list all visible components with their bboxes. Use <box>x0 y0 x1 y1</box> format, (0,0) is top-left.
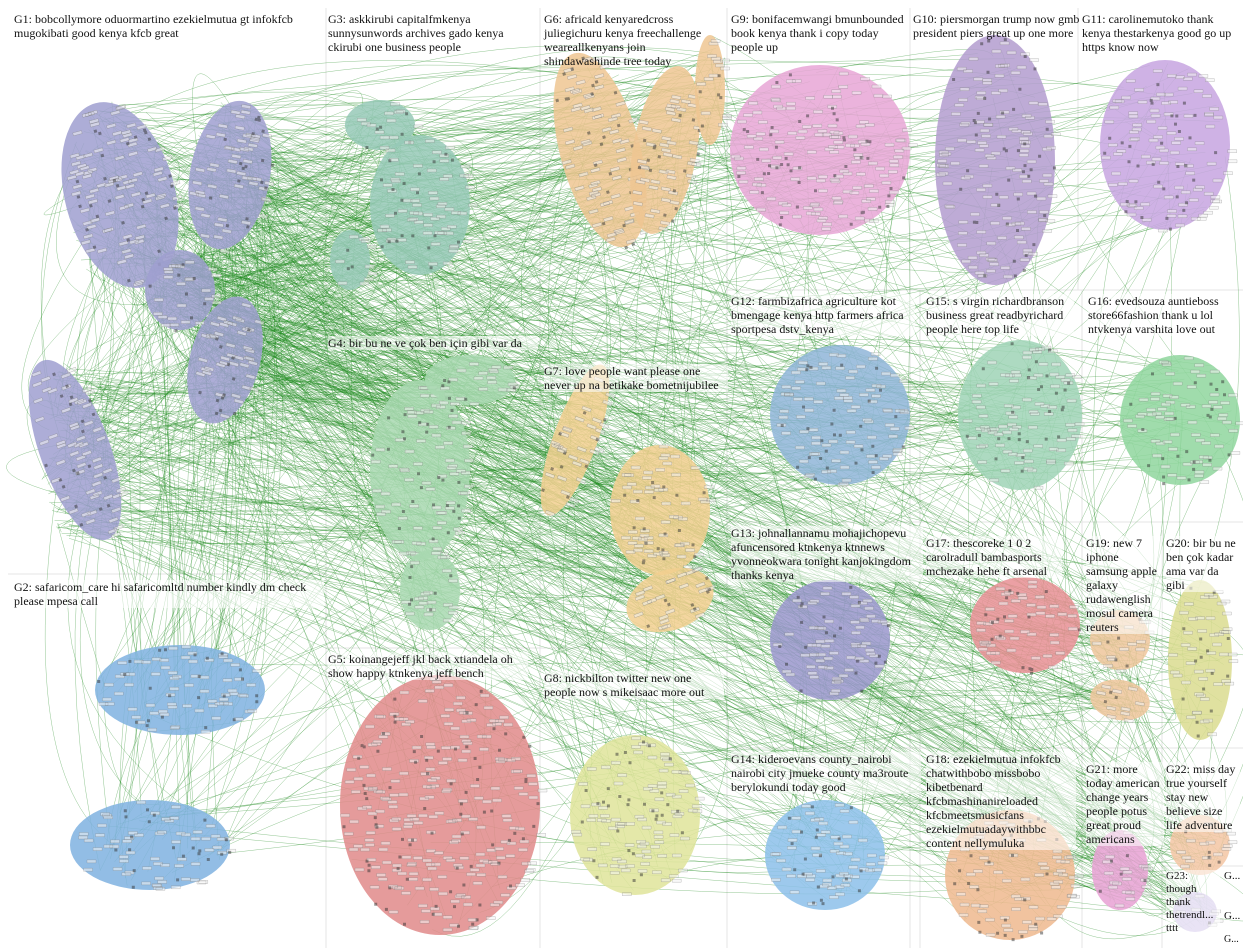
cluster-body <box>95 645 265 735</box>
group-label-g21: G21: more today american change years pe… <box>1086 762 1164 846</box>
cluster-g8 <box>570 735 704 896</box>
cluster-g7 <box>610 445 716 575</box>
group-label-g8: G8: nickbilton twitter new one people no… <box>544 671 724 699</box>
group-label-g2: G2: safaricom_care hi safaricomltd numbe… <box>14 580 324 608</box>
cluster-g19 <box>1087 675 1153 725</box>
cluster-body <box>345 100 415 150</box>
cluster-g3 <box>370 135 478 275</box>
cluster-body <box>617 556 722 643</box>
group-label-g16: G16: evedsouza auntieboss store66fashion… <box>1088 294 1238 336</box>
group-label-g6: G6: africald kenyaredcross juliegichuru … <box>544 12 722 68</box>
cluster-g10 <box>935 35 1060 285</box>
cluster-body <box>958 340 1082 490</box>
cluster-body <box>1087 675 1153 725</box>
group-label-g22: G22: miss day true yourself stay new bel… <box>1166 762 1240 832</box>
cluster-body <box>70 800 230 890</box>
cluster-g15 <box>958 340 1084 490</box>
group-label-g1: G1: bobcollymore oduormartino ezekielmut… <box>14 12 314 40</box>
group-label-g26: G... <box>1224 934 1242 945</box>
group-label-g20: G20: bir bu ne ben çok kadar ama var da … <box>1166 536 1240 592</box>
cluster-body <box>770 345 910 485</box>
group-label-g4: G4: bir bu ne ve çok ben için gibi var d… <box>328 336 538 350</box>
group-label-g18: G18: ezekielmutua infokfcb chatwithbobo … <box>926 752 1076 850</box>
cluster-g20 <box>1168 580 1238 740</box>
group-label-g3: G3: askkirubi capitalfmkenya sunnysunwor… <box>328 12 528 54</box>
cluster-g16 <box>1120 355 1243 485</box>
group-label-g5: G5: koinangejeff jkl back xtiandela oh s… <box>328 652 528 680</box>
cluster-g4 <box>425 355 519 406</box>
group-label-g19: G19: new 7 iphone samsung apple galaxy r… <box>1086 536 1162 634</box>
cluster-body <box>370 380 470 560</box>
group-label-g24: G... <box>1224 870 1242 883</box>
group-label-g25: G... <box>1224 910 1242 923</box>
group-label-g23: G23: though thank thetrendl... tttt <box>1166 870 1220 935</box>
cluster-g9 <box>730 65 917 235</box>
group-label-g13: G13: johnallannamu mohajichopevu afuncen… <box>731 526 923 582</box>
group-label-g15: G15: s virgin richardbranson business gr… <box>926 294 1074 336</box>
group-label-g11: G11: carolinemutoko thank kenya thestark… <box>1082 12 1242 54</box>
group-label-g9: G9: bonifacemwangi bmunbounded book keny… <box>731 12 909 54</box>
group-label-g17: G17: thescoreke 1 0 2 carolradull bambas… <box>926 536 1062 578</box>
cluster-g4 <box>400 550 460 630</box>
cluster-g2 <box>95 645 265 735</box>
group-label-g12: G12: farmbizafrica agriculture kot bmeng… <box>731 294 915 336</box>
cluster-g11 <box>1100 60 1237 232</box>
cluster-g13 <box>770 580 891 702</box>
group-label-g14: G14: kideroevans county_nairobi nairobi … <box>731 752 921 794</box>
cluster-body <box>765 800 885 910</box>
group-label-g7: G7: love people want please one never up… <box>544 364 728 392</box>
cluster-body <box>935 35 1055 285</box>
cluster-body <box>340 675 540 935</box>
group-label-g10: G10: piersmorgan trump now gmb president… <box>913 12 1081 40</box>
cluster-body <box>1100 60 1230 230</box>
cluster-body <box>400 550 460 630</box>
